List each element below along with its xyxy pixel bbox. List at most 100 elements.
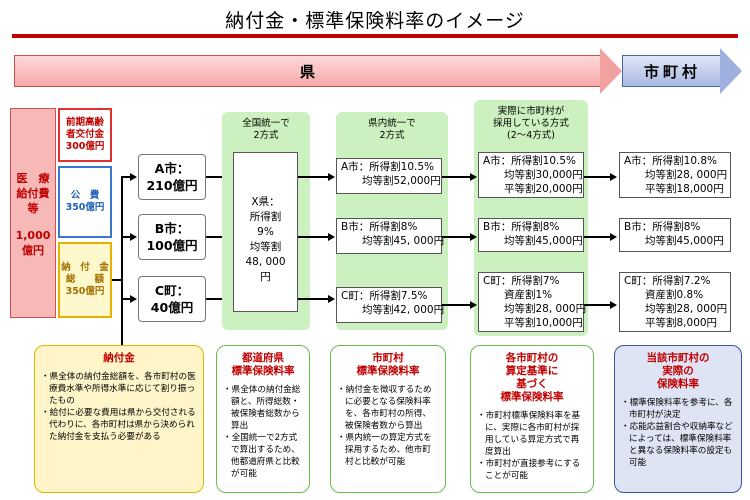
arrowhead — [328, 233, 335, 241]
city-name: C町： — [154, 283, 190, 298]
arrowhead — [470, 301, 477, 309]
segment-line: 前期高齢 — [65, 117, 104, 128]
rate-line: 所得割 — [249, 211, 282, 223]
rate-line: 円 — [260, 271, 271, 283]
card-title-line: 各市町村の — [505, 352, 559, 364]
card-contribution: 納付金 ・県全体の納付金総額を、各市町村の医療費水準や所得水準に応じて割り振った… — [34, 345, 204, 493]
rate-line: 48, 000 — [245, 256, 286, 268]
city-box-c: C町： 40億円 — [138, 276, 206, 322]
arrowhead — [130, 233, 137, 241]
arrowhead — [610, 301, 617, 309]
segment-line: 総 額 — [65, 274, 104, 285]
segment-line: 者交付金 — [65, 129, 104, 140]
card-item: ・納付金を徴収するために必要となる保険料率を、各市町村の所得、被保険者数から算出 — [337, 385, 432, 431]
arrowhead — [470, 233, 477, 241]
header-line: 県内統一で — [368, 118, 416, 129]
city-box-a: A市： 210億円 — [138, 154, 206, 200]
connector-line — [206, 176, 233, 178]
arrowhead — [610, 173, 617, 181]
connector-line — [121, 236, 131, 238]
card-item: ・県全体の納付金総額と、所得総数・被保険者総数から算出 — [223, 385, 301, 431]
city-amount: 210億円 — [146, 178, 198, 193]
header-line: 実際に市町村が — [497, 106, 565, 117]
card-list: ・納付金を徴収するために必要となる保険料率を、各市町村の所得、被保険者数から算出… — [337, 384, 439, 468]
connector-line — [442, 304, 470, 306]
actual-method-rate-a: A市：所得割10.5% 均等割30,000円 平等割20,000円 — [478, 152, 584, 198]
segment-line: 公 費 — [70, 190, 100, 201]
connector-line — [206, 298, 233, 300]
medical-amount-line: 1,000 — [15, 229, 51, 242]
medical-label-line: 等 — [27, 202, 39, 215]
prefecture-uniform-rate-c: C町：所得割7.5% 均等割42, 000円 — [336, 287, 444, 323]
segment-line: 300億円 — [65, 141, 105, 152]
card-title-line: 算定基準に — [505, 365, 559, 377]
card-title: 市町村 標準保険料率 — [337, 352, 439, 378]
arrowhead — [130, 173, 137, 181]
connector-line — [298, 298, 328, 300]
header-line: 全国統一で — [242, 118, 290, 129]
card-title-line: 当該市町村の — [646, 352, 710, 364]
rate-line: 9% — [257, 226, 274, 238]
card-prefecture-standard-rate: 都道府県 標準保険料率 ・県全体の納付金総額と、所得総数・被保険者総数から算出 … — [216, 345, 310, 493]
column-header-national: 全国統一で 2方式 — [222, 118, 310, 142]
card-item: ・市町村が直接参考にすることが可能 — [477, 459, 581, 481]
card-item: ・市町村標準保険料率を基に、実際に各市町村が採用している算定方式で再度算出 — [477, 411, 581, 457]
column-header-actual: 実際に市町村が 採用している方式 (2～4方式) — [474, 106, 588, 142]
page-title: 納付金・標準保険料率のイメージ — [225, 10, 525, 32]
card-title: 当該市町村の 実際の 保険料率 — [621, 352, 735, 391]
connector-line — [298, 236, 328, 238]
card-title-line: 標準保険料率 — [231, 365, 295, 377]
actual-method-rate-b: B市：所得割8% 均等割45,000円 — [478, 218, 584, 252]
arrowhead — [328, 295, 335, 303]
card-list: ・県全体の納付金総額と、所得総数・被保険者総数から算出 ・全国統一で2方式で算出… — [223, 384, 303, 480]
card-item: ・標準保険料率を参考に、各市町村が決定 — [621, 398, 733, 420]
card-list: ・県全体の納付金総額を、各市町村の医療費水準や所得水準に応じて割り振ったもの ・… — [41, 371, 197, 443]
card-method-based-rate: 各市町村の 算定基準に 基づく 標準保険料率 ・市町村標準保険料率を基に、実際に… — [470, 345, 594, 493]
card-item: ・応能応益割合や収納率などによっては、標準保険料率と異なる保険料率の設定も可能 — [621, 422, 733, 468]
prefecture-arrow: 県 — [14, 55, 604, 87]
card-title: 納付金 — [41, 352, 197, 365]
header-line: (2～4方式) — [506, 130, 555, 141]
card-title: 都道府県 標準保険料率 — [223, 352, 303, 378]
prefecture-uniform-rate-b: B市：所得割8% 均等割45, 000円 — [336, 218, 444, 254]
card-item: ・給付に必要な費用は県から交付される代わりに、各市町村は県から決められた納付金を… — [41, 408, 196, 442]
card-list: ・標準保険料率を参考に、各市町村が決定 ・応能応益割合や収納率などによっては、標… — [621, 397, 735, 469]
arrowhead — [328, 173, 335, 181]
municipality-arrow-head — [720, 48, 742, 94]
card-title-line: 基づく — [516, 378, 548, 390]
connector-line — [112, 279, 122, 281]
rate-line: 均等割 — [249, 241, 282, 253]
connector-line — [298, 176, 328, 178]
arrowhead — [130, 295, 137, 303]
actual-method-rate-c: C町：所得割7% 資産割1% 均等割28, 000円 平等割10,000円 — [478, 272, 586, 332]
connector-line — [584, 236, 610, 238]
segment-contribution-total: 納 付 金 総 額 350億円 — [58, 242, 112, 318]
card-item: ・全国統一で2方式で算出するため、他都道府県と比較が可能 — [223, 433, 300, 479]
medical-label-line: 給付費 — [16, 187, 50, 200]
card-title-line: 保険料率 — [657, 378, 699, 390]
card-list: ・市町村標準保険料率を基に、実際に各市町村が採用している算定方式で再度算出 ・市… — [477, 410, 587, 482]
prefecture-arrow-label: 県 — [299, 62, 319, 81]
segment-line: 350億円 — [65, 286, 105, 297]
prefecture-rate-box: X県： 所得割 9% 均等割 48, 000 円 — [233, 152, 298, 312]
rate-line: X県： — [251, 196, 280, 208]
prefecture-arrow-head — [600, 48, 622, 94]
arrowhead — [610, 233, 617, 241]
segment-public-funds: 公 費 350億円 — [58, 166, 112, 238]
card-title: 各市町村の 算定基準に 基づく 標準保険料率 — [477, 352, 587, 404]
header-line: 2方式 — [379, 130, 405, 141]
connector-line — [206, 236, 233, 238]
card-title-line: 都道府県 — [242, 352, 284, 364]
segment-line: 350億円 — [65, 202, 105, 213]
city-name: B市： — [154, 221, 190, 236]
connector-line — [584, 176, 610, 178]
segment-line: 納 付 金 — [61, 262, 109, 273]
city-box-b: B市： 100億円 — [138, 214, 206, 260]
city-name: A市： — [154, 161, 190, 176]
arrowhead — [470, 173, 477, 181]
segment-elderly-grant: 前期高齢 者交付金 300億円 — [58, 108, 112, 162]
connector-line — [584, 304, 610, 306]
header-line: 2方式 — [253, 130, 279, 141]
card-actual-rate: 当該市町村の 実際の 保険料率 ・標準保険料率を参考に、各市町村が決定 ・応能応… — [614, 345, 742, 493]
municipal-rate-a: A市：所得割10.8% 均等割28, 000円 平等割18,000円 — [619, 152, 731, 198]
